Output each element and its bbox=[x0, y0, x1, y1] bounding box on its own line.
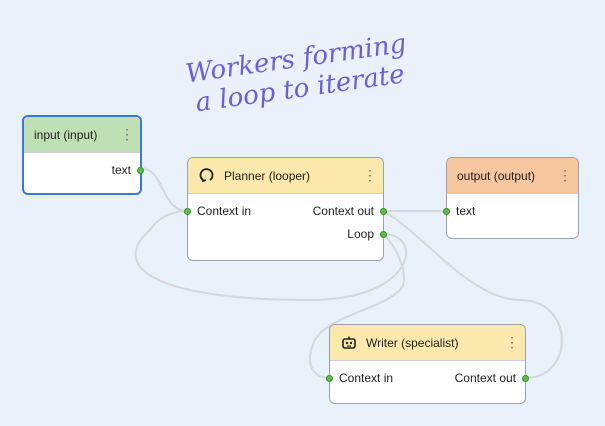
port-label: Context in bbox=[339, 371, 394, 385]
node-writer-header[interactable]: Writer (specialist) ⋮ bbox=[330, 325, 525, 361]
port-dot[interactable] bbox=[380, 207, 387, 215]
port-dot[interactable] bbox=[380, 230, 387, 238]
port-planner-context-in[interactable]: Context in bbox=[184, 204, 252, 218]
port-label: Loop bbox=[347, 227, 374, 241]
node-planner-header[interactable]: Planner (looper) ⋮ bbox=[188, 158, 383, 194]
node-planner[interactable]: Planner (looper) ⋮ Context in Context ou… bbox=[184, 157, 387, 261]
node-writer[interactable]: Writer (specialist) ⋮ Context in Context… bbox=[326, 324, 529, 404]
port-label: text bbox=[111, 163, 131, 177]
node-output-header[interactable]: output (output) ⋮ bbox=[447, 158, 578, 194]
port-label: text bbox=[456, 204, 476, 218]
node-menu-icon[interactable]: ⋮ bbox=[558, 167, 572, 183]
node-menu-icon[interactable]: ⋮ bbox=[120, 126, 134, 142]
node-input-title: input (input) bbox=[34, 127, 98, 142]
wire-loop-to-writer bbox=[134, 210, 408, 302]
port-label: Context out bbox=[312, 204, 374, 218]
port-dot[interactable] bbox=[443, 207, 450, 215]
port-writer-context-out[interactable]: Context out bbox=[454, 371, 529, 385]
node-output[interactable]: output (output) ⋮ text bbox=[443, 157, 579, 239]
port-dot[interactable] bbox=[137, 166, 144, 174]
loop-icon bbox=[198, 167, 216, 185]
port-planner-context-out[interactable]: Context out bbox=[312, 204, 387, 218]
port-dot[interactable] bbox=[326, 374, 333, 382]
node-input-header[interactable]: input (input) ⋮ bbox=[24, 117, 140, 153]
node-input[interactable]: input (input) ⋮ text bbox=[22, 115, 144, 195]
port-planner-loop[interactable]: Loop bbox=[347, 227, 387, 241]
wire-writer-return bbox=[309, 233, 405, 379]
port-label: Context out bbox=[454, 371, 516, 385]
robot-icon bbox=[340, 334, 358, 352]
node-menu-icon[interactable]: ⋮ bbox=[363, 167, 377, 183]
node-planner-title: Planner (looper) bbox=[224, 168, 311, 183]
wire-input-to-planner bbox=[139, 167, 189, 212]
port-dot[interactable] bbox=[522, 374, 529, 382]
node-output-title: output (output) bbox=[457, 168, 536, 183]
wire-writer-out-to-planner bbox=[382, 210, 563, 379]
port-label: Context in bbox=[197, 204, 252, 218]
port-writer-context-in[interactable]: Context in bbox=[326, 371, 394, 385]
node-writer-title: Writer (specialist) bbox=[366, 335, 459, 350]
node-menu-icon[interactable]: ⋮ bbox=[505, 334, 519, 350]
port-input-text-out[interactable]: text bbox=[111, 163, 144, 177]
port-output-text-in[interactable]: text bbox=[443, 204, 476, 218]
port-dot[interactable] bbox=[184, 207, 191, 215]
